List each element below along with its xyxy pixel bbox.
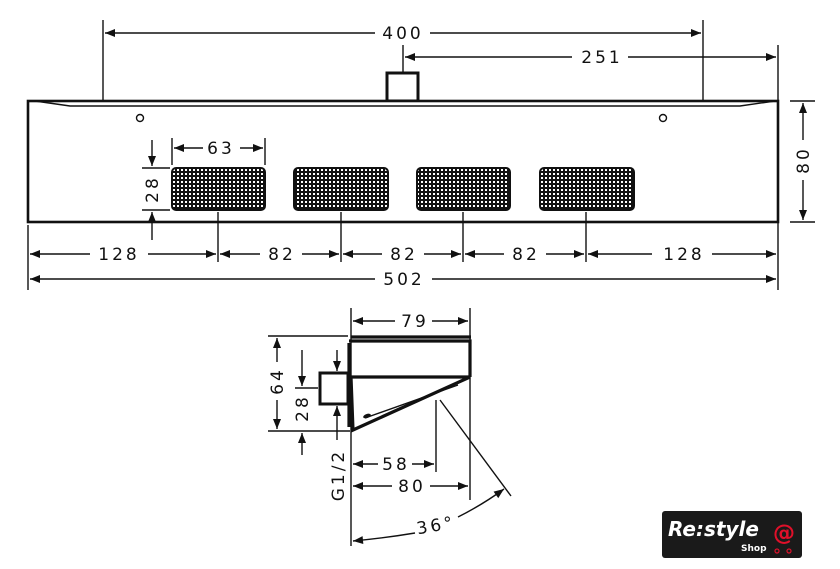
dim-label-79: 79	[401, 312, 429, 332]
logo-brand: Re:style	[668, 517, 759, 541]
thread-label: G1/2	[329, 449, 349, 502]
dim-label-80: 80	[794, 146, 814, 174]
dim-80-depth: 80	[353, 477, 468, 497]
dim-label-58: 58	[382, 455, 410, 475]
dim-label-64: 64	[268, 367, 288, 395]
dim-400: 400	[105, 24, 701, 44]
spray-grille-4	[539, 167, 635, 211]
spray-grille-3	[416, 167, 511, 211]
dim-label-36: 36°	[415, 513, 457, 539]
dim-label-28-connector: 28	[293, 394, 313, 422]
dim-label-28: 28	[143, 175, 163, 203]
dim-label-82-c: 82	[512, 245, 540, 265]
shower-body	[26, 99, 780, 224]
dim-80-height: 80	[794, 103, 814, 220]
dim-label-400: 400	[382, 24, 423, 44]
side-connector	[318, 371, 350, 406]
logo-cart-icon: @	[773, 521, 795, 546]
dim-label-82-a: 82	[268, 245, 296, 265]
dim-label-63: 63	[207, 139, 235, 159]
dim-label-80-depth: 80	[398, 477, 426, 497]
dim-label-502: 502	[383, 270, 424, 290]
dim-label-82-b: 82	[390, 245, 418, 265]
front-view: 400 251 80 63	[26, 20, 815, 290]
dim-36-angle: 36°	[352, 399, 512, 545]
dim-63: 63	[171, 138, 266, 165]
dim-251: 251	[405, 48, 776, 68]
logo-sub: Shop	[741, 544, 767, 554]
dim-28-grille: 28	[142, 140, 170, 240]
dim-58: 58	[353, 455, 434, 475]
dim-label-128-right: 128	[663, 245, 704, 265]
side-body	[347, 335, 472, 433]
dim-28-connector: 28	[293, 350, 341, 455]
spray-grille-1	[171, 167, 266, 211]
side-view: 79 64 28 G1/2 58 80	[268, 308, 512, 546]
dim-label-128-left: 128	[98, 245, 139, 265]
dim-label-251: 251	[581, 48, 622, 68]
dim-79: 79	[353, 312, 468, 332]
spray-grille-2	[293, 167, 389, 211]
restyle-shop-logo: Re:style Shop @	[662, 511, 802, 558]
mount-hole-right	[658, 113, 668, 123]
pipe-connector	[385, 71, 420, 103]
bottom-spacing-dims: 128 82 82 82 128	[27, 212, 776, 290]
mount-hole-left	[135, 113, 145, 123]
dim-502: 502	[30, 270, 776, 290]
